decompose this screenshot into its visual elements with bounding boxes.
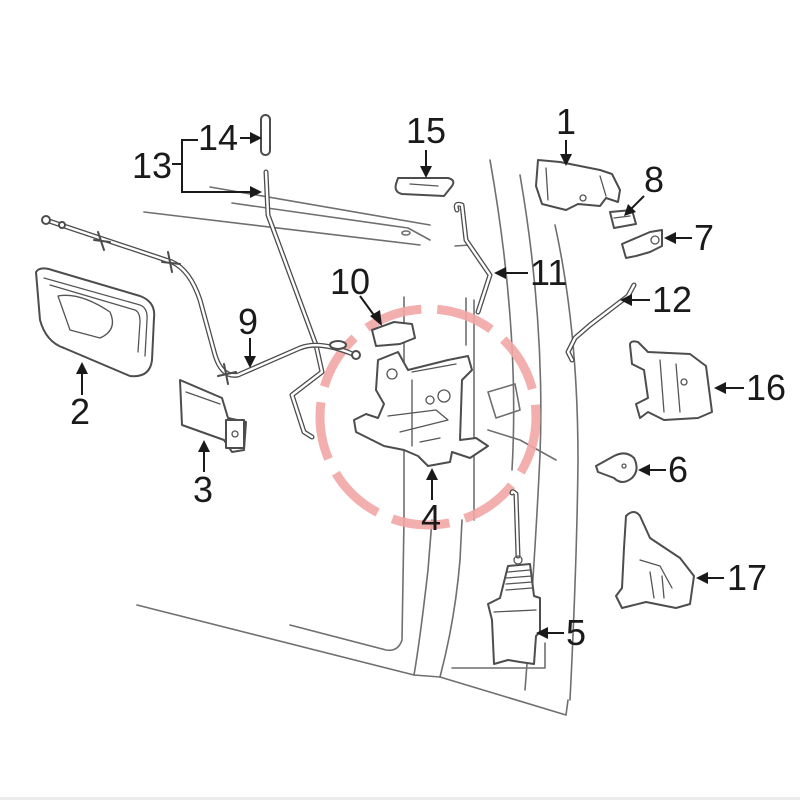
callout-17: 17 bbox=[727, 557, 767, 598]
callout-5: 5 bbox=[566, 612, 586, 653]
callout-15: 15 bbox=[406, 110, 446, 151]
callout-10: 10 bbox=[330, 261, 370, 302]
part-14-lock-knob[interactable] bbox=[260, 114, 271, 156]
part-6-striker[interactable] bbox=[595, 452, 638, 483]
callout-4: 4 bbox=[421, 497, 441, 538]
callout-8: 8 bbox=[644, 159, 664, 200]
part-16-upper-hinge-body[interactable] bbox=[629, 340, 713, 421]
part-13-lock-knob-rod[interactable] bbox=[263, 169, 325, 440]
part-4-door-latch[interactable] bbox=[353, 351, 489, 467]
part-9-cable[interactable] bbox=[41, 215, 361, 385]
callout-7: 7 bbox=[694, 217, 714, 258]
callout-leaders bbox=[76, 132, 744, 639]
callout-12: 12 bbox=[652, 279, 692, 320]
part-11-lock-rod[interactable] bbox=[453, 201, 493, 315]
callout-11: 11 bbox=[530, 252, 567, 293]
callout-9: 9 bbox=[238, 301, 258, 342]
callout-14: 14 bbox=[198, 117, 238, 158]
part-2-inside-handle[interactable] bbox=[35, 267, 156, 378]
callout-labels: 1 2 3 4 5 6 7 8 9 10 11 12 13 14 15 16 1… bbox=[70, 101, 786, 653]
callout-6: 6 bbox=[668, 449, 688, 490]
part-1-upper-hinge-door[interactable] bbox=[535, 159, 621, 211]
callout-1: 1 bbox=[556, 101, 576, 142]
part-15-retainer-plate[interactable] bbox=[394, 177, 455, 197]
callout-13: 13 bbox=[132, 145, 172, 186]
door-panel-outline bbox=[136, 159, 579, 716]
callout-3: 3 bbox=[193, 469, 213, 510]
part-8-retainer-clip[interactable] bbox=[609, 209, 637, 229]
part-12-lock-cylinder-rod[interactable] bbox=[565, 282, 637, 363]
bottom-border bbox=[0, 797, 800, 800]
callout-2: 2 bbox=[70, 391, 90, 432]
part-17-lower-hinge[interactable] bbox=[615, 511, 695, 609]
part-10-latch-shield[interactable] bbox=[371, 321, 416, 347]
highlight-circle bbox=[315, 304, 541, 530]
callout-16: 16 bbox=[746, 367, 786, 408]
part-7-lock-cylinder-clip[interactable] bbox=[621, 229, 663, 259]
part-5-lock-actuator[interactable] bbox=[487, 489, 541, 665]
part-3-handle-bracket[interactable] bbox=[179, 379, 247, 453]
